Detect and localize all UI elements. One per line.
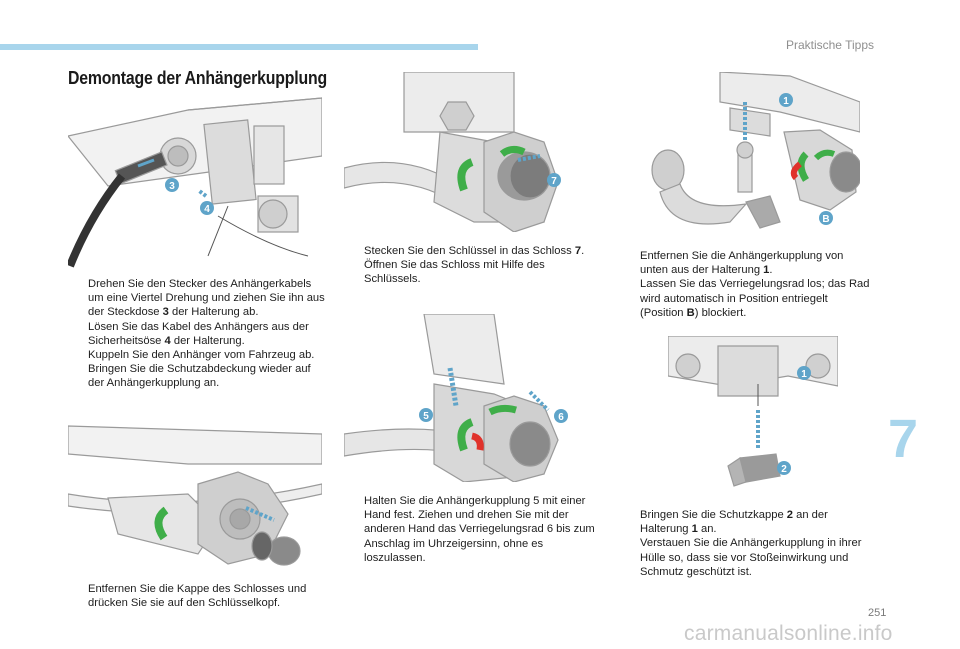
callout-4: 4 [204,204,210,215]
page-heading: Demontage der Anhängerkupplung [68,68,328,88]
illustration-fit-protective-cap: 1 2 [668,336,838,494]
instructions-release-wheel: Halten Sie die Anhängerkupplung 5 mit ei… [364,495,595,564]
callout-1-bottom: 1 [801,369,807,380]
illustration-remove-towbar: 1 B [620,72,860,240]
instructions-unplug: Drehen Sie den Stecker des Anhängerkabel… [88,278,325,390]
callout-5: 5 [423,411,429,422]
instructions-store-towbar: Bringen Sie die Schutzkappe 2 an der Hal… [640,509,862,578]
illustration-release-wheel: 5 6 [344,314,598,482]
page-number: 251 [868,607,887,619]
illustration-remove-lock-cap [68,424,322,574]
header-accent-bar [0,44,478,50]
watermark: carmanualsonline.info [684,622,893,645]
section-title: Praktische Tipps [785,38,874,52]
callout-6: 6 [558,412,564,423]
callout-3: 3 [169,181,175,192]
illustration-open-lock: 7 [344,72,598,232]
instructions-remove-cap: Entfernen Sie die Kappe des Schlosses un… [88,583,307,610]
illustration-unplug-cable: 3 4 [68,96,322,270]
callout-1-top: 1 [783,96,789,107]
callout-B: B [822,214,829,225]
callout-7: 7 [551,176,557,187]
instructions-remove-towbar: Entfernen Sie die Anhängerkupplung von u… [640,250,870,319]
instructions-open-lock: Stecken Sie den Schlüssel in das Schloss… [364,245,585,286]
chapter-number: 7 [888,409,919,469]
callout-2: 2 [781,464,787,475]
